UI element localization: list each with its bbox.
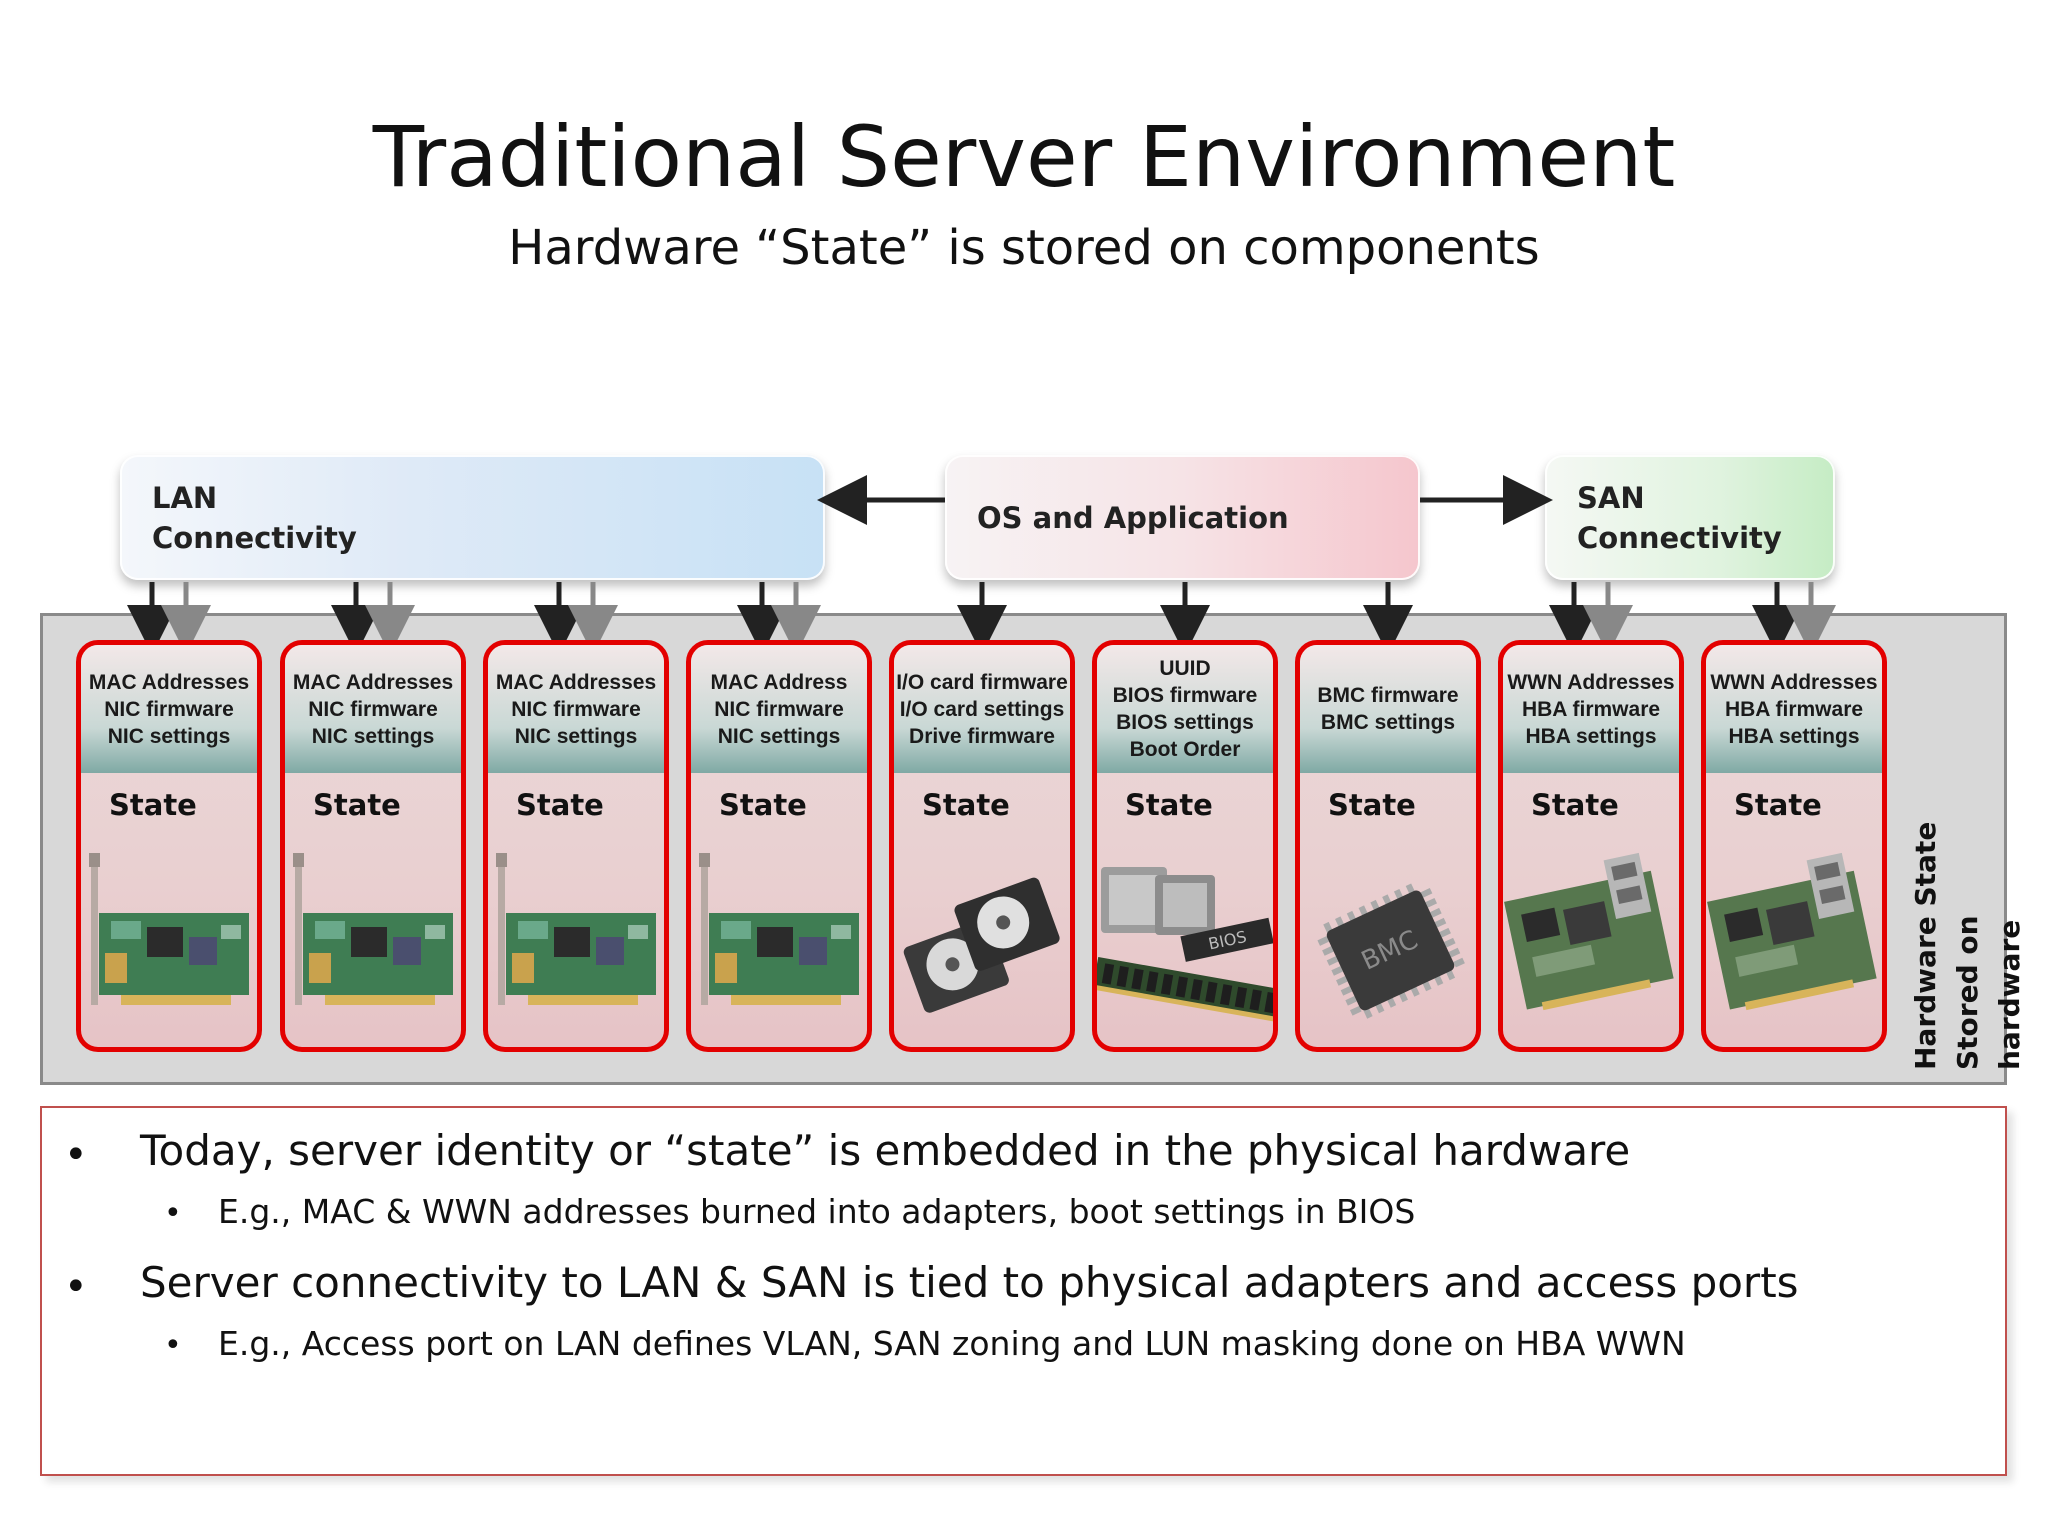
card-state-label: State xyxy=(109,788,197,822)
hba-card-image xyxy=(1707,852,1877,1011)
card-detail-line: NIC firmware xyxy=(511,697,641,721)
lan-connectivity-box: LAN Connectivity xyxy=(120,455,825,580)
card-detail-line: Drive firmware xyxy=(909,724,1055,748)
card-detail-line: NIC firmware xyxy=(104,697,234,721)
sub-bullet-dot: • xyxy=(164,1328,182,1363)
card-state-label: State xyxy=(1125,788,1213,822)
bmc-chip-image: BMC xyxy=(1317,883,1465,1019)
os-application-box: OS and Application xyxy=(945,455,1420,580)
side-label-line2: Stored on hardware xyxy=(1951,915,2026,1070)
card-detail-line: NIC settings xyxy=(717,724,841,748)
card-detail-line: I/O card settings xyxy=(899,697,1065,721)
card-detail-line: NIC settings xyxy=(311,724,435,748)
cpu-bios-memory-image: BIOS xyxy=(1097,867,1273,1023)
nic-card-image xyxy=(496,853,656,1005)
card-detail-line: NIC settings xyxy=(514,724,638,748)
card-detail-line: BIOS settings xyxy=(1116,711,1254,734)
card-detail-line: I/O card firmware xyxy=(896,670,1068,694)
card-detail-line: Boot Order xyxy=(1129,738,1241,761)
san-label-line2: Connectivity xyxy=(1577,521,1782,555)
connector-arrows xyxy=(127,475,1836,655)
card-detail-line: HBA settings xyxy=(1525,724,1657,748)
hardware-state-label: Hardware State Stored on hardware xyxy=(1905,770,2031,1070)
sub-bullet-2: E.g., Access port on LAN defines VLAN, S… xyxy=(218,1324,1686,1363)
card-detail-line: BMC firmware xyxy=(1317,684,1459,707)
card-detail-line: NIC settings xyxy=(107,724,231,748)
side-label-line1: Hardware State xyxy=(1909,821,1942,1070)
lan-label-line2: Connectivity xyxy=(152,521,357,555)
card-state-label: State xyxy=(922,788,1010,822)
nic-card-image xyxy=(293,853,453,1005)
card-detail-line: HBA firmware xyxy=(1521,697,1661,721)
card-detail-line: UUID xyxy=(1159,657,1211,680)
bullet-1: Today, server identity or “state” is emb… xyxy=(140,1126,1631,1175)
card-detail-line: WWN Addresses xyxy=(1710,670,1878,694)
card-detail-line: NIC firmware xyxy=(714,697,844,721)
san-connectivity-box: SAN Connectivity xyxy=(1545,455,1835,580)
bullet-dot: • xyxy=(64,1132,88,1178)
nic-card-image xyxy=(89,853,249,1005)
bullet-dot: • xyxy=(64,1264,88,1310)
card-state-label: State xyxy=(1734,788,1822,822)
sub-bullet-1: E.g., MAC & WWN addresses burned into ad… xyxy=(218,1192,1416,1231)
card-detail-line: MAC Address xyxy=(710,670,848,694)
nic-card-image xyxy=(699,853,859,1005)
card-state-label: State xyxy=(1328,788,1416,822)
lan-label-line1: LAN xyxy=(152,481,218,515)
hard-drives-image xyxy=(903,877,1060,1013)
card-detail-line: WWN Addresses xyxy=(1507,670,1675,694)
san-label-line1: SAN xyxy=(1577,481,1645,515)
bullet-2: Server connectivity to LAN & SAN is tied… xyxy=(140,1258,1799,1307)
card-detail-line: BIOS firmware xyxy=(1112,684,1258,707)
card-state-label: State xyxy=(313,788,401,822)
card-detail-line: MAC Addresses xyxy=(292,670,454,694)
card-detail-line: MAC Addresses xyxy=(88,670,250,694)
card-detail-line: HBA firmware xyxy=(1724,697,1864,721)
slide-subtitle: Hardware “State” is stored on components xyxy=(508,220,1540,276)
card-detail-line: MAC Addresses xyxy=(495,670,657,694)
card-detail-line: BMC settings xyxy=(1320,711,1456,734)
slide-title: Traditional Server Environment xyxy=(372,108,1676,206)
card-detail-line: NIC firmware xyxy=(308,697,438,721)
card-state-label: State xyxy=(516,788,604,822)
hba-card-image xyxy=(1504,852,1674,1011)
card-state-label: State xyxy=(719,788,807,822)
notes-box: • Today, server identity or “state” is e… xyxy=(40,1106,2007,1476)
os-label: OS and Application xyxy=(977,501,1289,535)
card-state-label: State xyxy=(1531,788,1619,822)
sub-bullet-dot: • xyxy=(164,1196,182,1231)
card-detail-line: HBA settings xyxy=(1728,724,1860,748)
